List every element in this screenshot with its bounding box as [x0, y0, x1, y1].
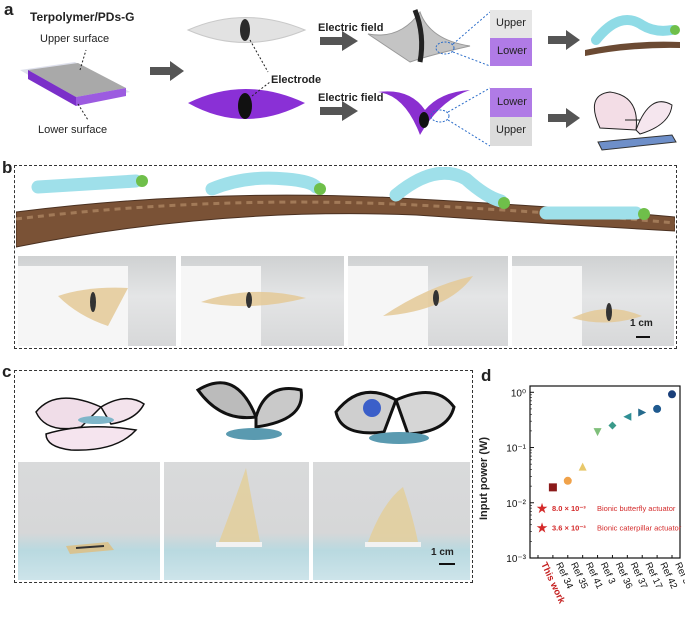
layer-top-label-2: Lower — [497, 96, 527, 108]
panel-b-letter: b — [2, 158, 13, 177]
caterpillar-pose-3 — [389, 167, 510, 209]
upper-pointer-line — [79, 49, 87, 71]
data-point — [668, 390, 676, 399]
butterfly-pose-3-icon — [334, 390, 456, 444]
small-caterpillar-icon — [585, 15, 680, 56]
layer-box-upper-2 — [490, 88, 532, 117]
data-point — [593, 428, 602, 437]
arrow-right-icon — [150, 61, 184, 81]
photo-b-2 — [181, 256, 344, 346]
arrow-right-icon — [320, 31, 358, 51]
branch-shape — [16, 194, 675, 248]
panel-a-letter: a — [4, 0, 14, 19]
caterpillar-pose-1 — [31, 174, 148, 194]
small-butterfly-icon — [593, 91, 677, 151]
electric-field-label-2: Electric field — [318, 92, 384, 104]
upper-surface-label: Upper surface — [40, 33, 110, 45]
annotation-value: 8.0 × 10⁻³ — [552, 504, 586, 513]
scale-bar-b — [636, 336, 650, 338]
photo-c-3: 1 cm — [313, 462, 470, 580]
lower-surface-label: Lower surface — [38, 124, 108, 136]
layer-box-upper-1 — [490, 10, 532, 38]
bent-purple-electrode — [419, 112, 429, 128]
material-title: Terpolymer/PDs-G — [30, 10, 135, 24]
layer-bottom-label-1: Lower — [497, 45, 527, 57]
photo-b-3 — [348, 256, 508, 346]
zoom-circle-1 — [435, 41, 455, 55]
photo-b-1 — [18, 256, 176, 346]
annotation-text: Bionic butterfly actuator — [597, 504, 676, 513]
star-icon: ★ — [536, 519, 549, 535]
panel-b-frame — [14, 165, 677, 349]
caterpillar-pose-4 — [539, 206, 650, 220]
zoom-line — [452, 11, 491, 45]
arrow-right-icon — [548, 30, 580, 50]
y-tick-label: 10⁰ — [511, 388, 526, 399]
y-axis-label: Input power (W) — [478, 436, 490, 520]
plot-frame — [529, 385, 681, 559]
zoom-line — [452, 51, 491, 67]
butterfly-pose-2-icon — [195, 381, 303, 440]
scale-bar-b-label: 1 cm — [630, 318, 653, 329]
caterpillar-on-branch-illustration — [16, 167, 675, 248]
film-slab — [20, 62, 130, 106]
data-point — [653, 404, 662, 413]
zoom-line — [447, 119, 491, 147]
lower-pointer-line — [77, 103, 89, 121]
zoom-circle-2 — [430, 109, 450, 123]
panel-c-letter: c — [2, 362, 12, 381]
layer-bottom-label-2: Upper — [496, 124, 526, 136]
data-point — [578, 462, 587, 471]
data-point — [563, 476, 572, 485]
electric-field-label-1: Electric field — [318, 22, 384, 34]
butterfly-illustrations — [35, 381, 456, 451]
arrow-right-icon — [548, 108, 580, 128]
electrode-dot-purple — [238, 93, 252, 119]
data-point — [548, 483, 557, 492]
bent-grey-electrode — [412, 9, 425, 63]
arrow-right-icon — [320, 101, 358, 121]
layer-box-lower-1 — [490, 38, 532, 66]
panel-d-letter: d — [481, 366, 492, 385]
electrode-pointer-1 — [249, 39, 269, 73]
photo-b-4: 1 cm — [512, 256, 674, 346]
y-tick-label: 10⁻² — [506, 499, 526, 510]
scale-bar-c-label: 1 cm — [431, 547, 454, 558]
electrode-label: Electrode — [271, 74, 322, 86]
scale-bar-c — [439, 563, 455, 565]
layer-top-label-1: Upper — [496, 17, 526, 29]
caterpillar-pose-2 — [205, 171, 326, 196]
data-point — [638, 408, 647, 417]
zoom-line — [447, 87, 491, 113]
data-point — [608, 421, 617, 430]
annotation-value: 3.6 × 10⁻³ — [552, 523, 586, 532]
panel-a-illustration — [20, 9, 680, 151]
panel-c-frame — [14, 370, 473, 583]
data-point — [623, 412, 632, 421]
star-icon: ★ — [536, 500, 549, 516]
y-tick-label: 10⁻¹ — [506, 444, 526, 455]
photo-c-1 — [18, 462, 160, 580]
electrode-dot-grey — [240, 19, 250, 41]
butterfly-pose-1-icon — [35, 397, 145, 451]
y-tick-label: 10⁻³ — [506, 554, 526, 565]
layer-box-lower-2 — [490, 117, 532, 146]
photo-c-2 — [164, 462, 309, 580]
annotation-text: Bionic caterpillar actuator — [597, 523, 682, 532]
